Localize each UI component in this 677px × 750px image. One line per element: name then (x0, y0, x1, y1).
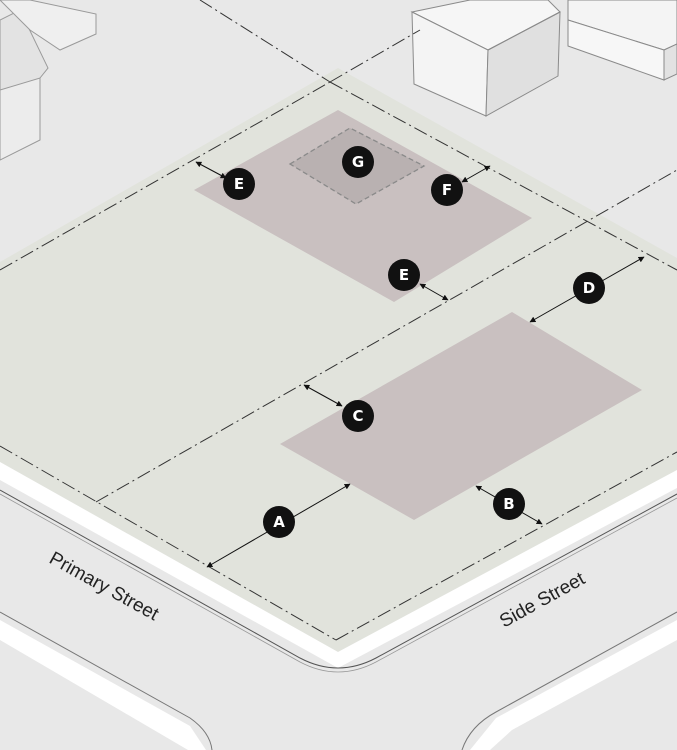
marker-a: A (263, 506, 295, 538)
dimension-arrow-e-rear-right (419, 283, 449, 301)
neighbor-house-center (410, 0, 561, 117)
marker-d-label: D (583, 279, 595, 297)
marker-a-label: A (273, 513, 285, 531)
property-lines (0, 0, 677, 641)
marker-e-rear-left-label: E (234, 175, 244, 193)
marker-d: D (573, 272, 605, 304)
sidewalk-lower-right (470, 620, 677, 750)
curb-line-inner (0, 493, 677, 673)
sidewalk-lower-left (0, 620, 206, 750)
marker-e-rear-right: E (388, 259, 420, 291)
neighbor-house-left (0, 0, 97, 161)
dimension-arrow-f (461, 165, 491, 183)
marker-b: B (493, 488, 525, 520)
curb-lower-right (461, 611, 677, 750)
marker-e-rear-left: E (223, 168, 255, 200)
neighbor-house-right (567, 0, 677, 81)
marker-g: G (342, 146, 374, 178)
marker-e-rear-right-label: E (399, 266, 409, 284)
dimension-arrow-e-rear-left (195, 161, 227, 179)
curb-line (0, 489, 677, 669)
dimension-arrow-c (303, 384, 343, 407)
marker-g-label: G (352, 153, 364, 171)
marker-c-label: C (352, 407, 363, 425)
rear-building-envelope (194, 110, 532, 302)
marker-f-label: F (442, 181, 452, 199)
marker-f: F (431, 174, 463, 206)
marker-c: C (342, 400, 374, 432)
principal-building-footprint (280, 312, 642, 520)
marker-b-label: B (503, 495, 514, 513)
curb-lower-left (0, 611, 213, 750)
sidewalk-primary (0, 462, 338, 668)
sidewalk-side (338, 470, 677, 668)
